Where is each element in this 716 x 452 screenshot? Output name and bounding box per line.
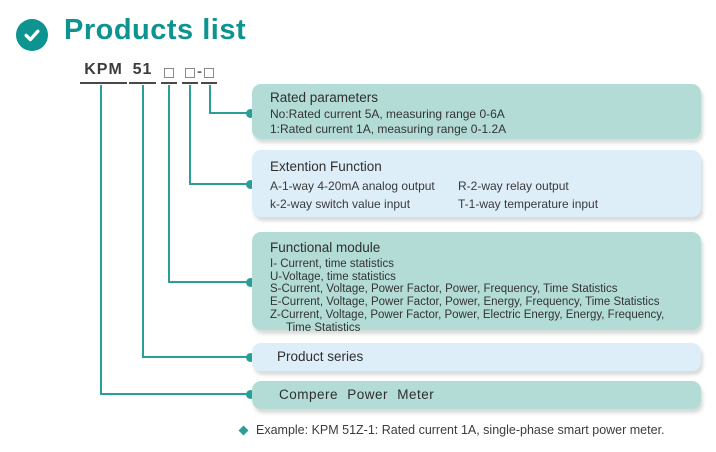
functional-option: I- Current, time statistics: [270, 258, 394, 270]
extension-option: A-1-way 4-20mA analog output: [270, 179, 435, 193]
extension-option: k-2-way switch value input: [270, 197, 411, 211]
functional-option: Z-Current, Voltage, Power Factor, Power,…: [270, 308, 665, 321]
functional-option: E-Current, Voltage, Power Factor, Power,…: [270, 296, 660, 309]
model-dash: -: [197, 63, 202, 80]
extension-function-box: Extention Function A-1-way 4-20mA analog…: [252, 150, 701, 217]
model-placeholder-1: [161, 61, 177, 84]
functional-option: U-Voltage, time statistics: [270, 270, 396, 283]
connector-line-functional: [168, 281, 248, 283]
connector-dot: [246, 109, 255, 118]
rated-option: 1:Rated current 1A, measuring range 0-1.…: [270, 122, 507, 136]
extension-option: T-1-way temperature input: [458, 197, 599, 211]
rated-parameters-box: Rated parameters No:Rated current 5A, me…: [252, 84, 701, 139]
rated-parameters-title: Rated parameters: [270, 90, 379, 105]
check-icon: [16, 19, 48, 51]
model-placeholder-2: [182, 61, 198, 84]
functional-option: S-Current, Voltage, Power Factor, Power,…: [270, 283, 618, 296]
connector-dot: [246, 390, 255, 399]
connector-line-rated: [209, 85, 211, 113]
model-prefix: KPM: [80, 61, 127, 84]
example-text: Example: KPM 51Z-1: Rated current 1A, si…: [256, 423, 665, 437]
model-series-number: 51: [129, 61, 156, 84]
functional-module-box: Functional module I- Current, time stati…: [252, 232, 701, 334]
functional-option-continuation: Time Statistics: [286, 321, 361, 334]
extension-function-title: Extention Function: [270, 159, 382, 174]
example-note: Example: KPM 51Z-1: Rated current 1A, si…: [238, 423, 665, 437]
connector-line-extension: [189, 183, 248, 185]
page-title: Products list: [64, 14, 247, 46]
connector-line-brand: [100, 393, 248, 395]
connector-line-series: [142, 85, 144, 357]
diamond-bullet-icon: [238, 425, 249, 436]
model-placeholder-3: [201, 61, 217, 84]
connector-dot: [246, 180, 255, 189]
extension-option: R-2-way relay output: [458, 179, 569, 193]
connector-line-rated: [209, 112, 248, 114]
connector-line-series: [142, 356, 248, 358]
placeholder-box-icon: [185, 68, 195, 78]
rated-option: No:Rated current 5A, measuring range 0-6…: [270, 107, 505, 121]
functional-module-title: Functional module: [270, 240, 381, 255]
product-series-box: Product series: [252, 343, 701, 371]
brand-box: Compere Power Meter: [252, 381, 701, 409]
connector-line-functional: [168, 85, 170, 282]
connector-dot: [246, 353, 255, 362]
connector-line-brand: [100, 85, 102, 394]
placeholder-box-icon: [204, 68, 214, 78]
connector-line-extension: [189, 85, 191, 184]
placeholder-box-icon: [164, 68, 174, 78]
connector-dot: [246, 278, 255, 287]
